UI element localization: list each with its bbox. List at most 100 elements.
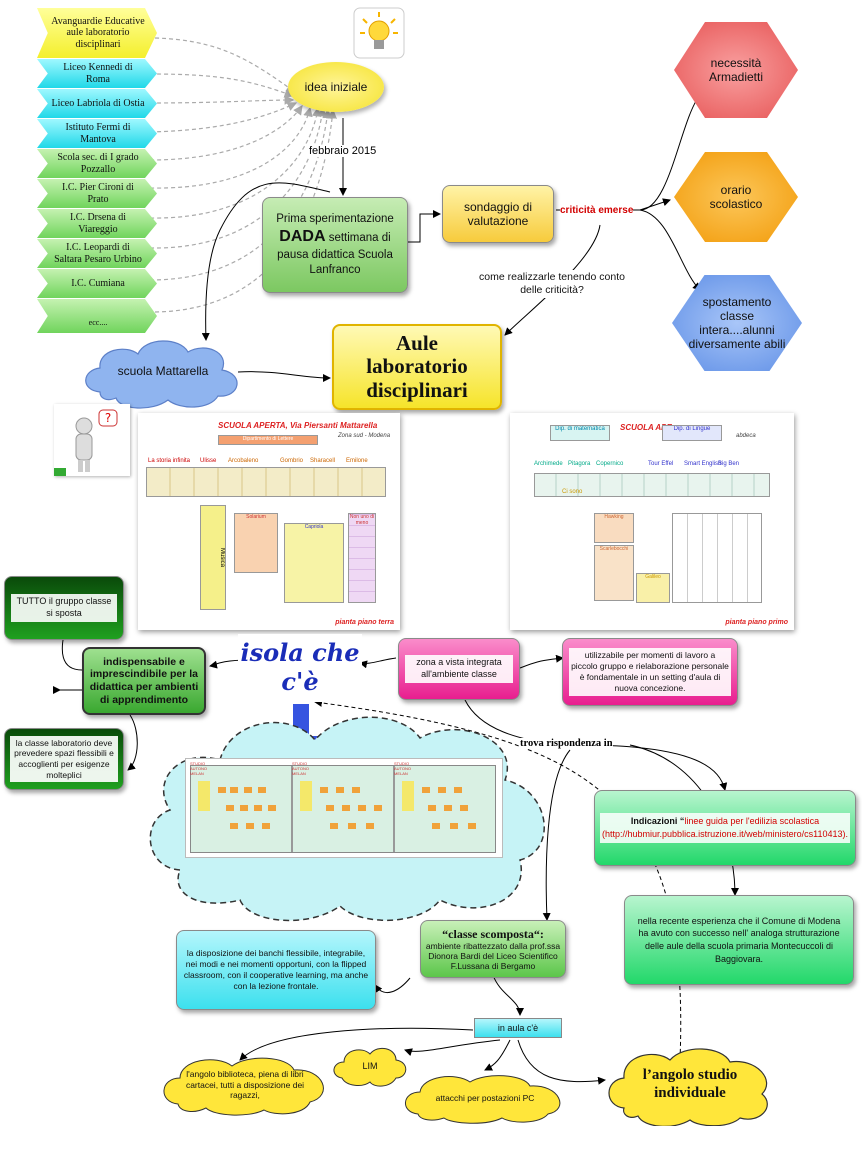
classe-laboratorio-node: la classe laboratorio deve prevedere spa… bbox=[4, 728, 124, 790]
attacchi-cloud: attacchi per postazioni PC bbox=[400, 1072, 570, 1124]
dept-lingue: Dip. di Lingue bbox=[662, 425, 722, 441]
in-aula-label: in aula c'è bbox=[497, 1023, 539, 1033]
plan-title: SCUOLA APE bbox=[620, 423, 672, 432]
lightbulb-icon bbox=[352, 6, 406, 60]
school-flag: Avanguardie Educative aule laboratorio d… bbox=[37, 8, 157, 58]
hawking-room: Hawking bbox=[594, 513, 634, 543]
isola-che-ce-title: isola che c'è bbox=[238, 634, 362, 702]
school-flag: I.C. Drsena di Viareggio bbox=[37, 209, 157, 238]
plan-footer: pianta piano terra bbox=[335, 619, 394, 626]
febbraio-label: febbraio 2015 bbox=[309, 145, 377, 157]
indispensabile-node: indispensabile e imprescindibile per la … bbox=[82, 647, 206, 715]
necessita-hex: necessità Armadietti bbox=[674, 22, 798, 118]
indispensabile-label: indispensabile e imprescindibile per la … bbox=[89, 655, 199, 706]
indicazioni-node: Indicazioni “linee guida per l'edilizia … bbox=[594, 790, 856, 866]
sondaggio-node: sondaggio di valutazione bbox=[442, 185, 554, 243]
classe-body: ambiente ribattezzato dalla prof.ssa Dio… bbox=[425, 940, 561, 972]
trova-rispondenza-label: trova rispondenza in bbox=[520, 738, 613, 749]
mattarella-label: scuola Mattarella bbox=[117, 364, 209, 378]
studio-tag: STUDIO AUTONO MELAN bbox=[292, 761, 310, 776]
orario-hex: orario scolastico bbox=[674, 152, 798, 242]
room-label: Arcobaleno bbox=[228, 458, 259, 464]
plan-title: SCUOLA APERTA, Via Piersanti Mattarella bbox=[218, 421, 378, 430]
zona-a-vista-node: zona a vista integrata all'ambiente clas… bbox=[398, 638, 520, 700]
indicazioni-head: Indicazioni “ bbox=[630, 816, 685, 827]
dept-lettere: Dipartimento di Lettere bbox=[218, 435, 318, 445]
utilizzabile-node: utilizzabile per momenti di lavoro a pic… bbox=[562, 638, 738, 706]
scarlebocchi-room: Scarlebocchi bbox=[594, 545, 634, 601]
school-flag: Istituto Fermi di Mantova bbox=[37, 119, 157, 148]
school-flag: I.C. Leopardi di Saltara Pesaro Urbino bbox=[37, 239, 157, 268]
room-label: Ci sono bbox=[562, 489, 583, 495]
room-label: Ulisse bbox=[200, 458, 217, 464]
lim-cloud: LIM bbox=[330, 1044, 410, 1088]
sondaggio-label: sondaggio di valutazione bbox=[463, 200, 533, 228]
first-floor-plan: SCUOLA APE abdeca Dip. di matematica Dip… bbox=[510, 413, 794, 630]
room-label: Big Ben bbox=[718, 461, 740, 467]
biblioteca-label: l'angolo biblioteca, piena di libri cart… bbox=[185, 1069, 305, 1101]
room-label: Pitagora bbox=[568, 461, 591, 467]
dept-matematica: Dip. di matematica bbox=[550, 425, 610, 441]
non-uno-room: Non uno di meno bbox=[348, 513, 376, 603]
room-label: Copernico bbox=[596, 461, 624, 467]
school-flag: ecc.... bbox=[37, 299, 157, 333]
room-label: Smart English bbox=[684, 461, 722, 467]
come-realizzarle-label: come realizzarle tenendo conto delle cri… bbox=[468, 270, 636, 298]
room-label: Sharacell bbox=[310, 458, 336, 464]
idea-iniziale-label: idea iniziale bbox=[304, 80, 368, 94]
aule-label: Aule laboratorio disciplinari bbox=[366, 331, 468, 402]
school-flag: Liceo Labriola di Ostia bbox=[37, 89, 157, 118]
zona-label: zona a vista integrata all'ambiente clas… bbox=[405, 655, 513, 683]
criticita-label: criticità emerse bbox=[560, 205, 634, 216]
school-flag: Liceo Kennedi di Roma bbox=[37, 59, 157, 88]
classroom-cloud: STUDIO AUTONO MELAN STUDIO AUTONO MELAN … bbox=[140, 700, 560, 926]
classe-title: “classe scomposta“: bbox=[442, 926, 544, 941]
classe-lab-label: la classe laboratorio deve prevedere spa… bbox=[10, 735, 118, 783]
prima-sperimentazione-node: Prima sperimentazione DADA settimana di … bbox=[262, 197, 408, 293]
angolo-label: l’angolo studio individuale bbox=[642, 1067, 738, 1101]
studio-tag: STUDIO AUTONO MELAN bbox=[190, 761, 208, 776]
dada-label: DADA bbox=[279, 228, 326, 246]
room-label: La storia infinita bbox=[148, 458, 191, 464]
modena-node: nella recente esperienza che il Comune d… bbox=[624, 895, 854, 985]
indicazioni-link[interactable]: linee guida per l'edilizia scolastica (h… bbox=[602, 816, 848, 839]
attacchi-label: attacchi per postazioni PC bbox=[435, 1093, 535, 1103]
necessita-label: necessità Armadietti bbox=[708, 56, 764, 84]
idea-iniziale-node: idea iniziale bbox=[288, 62, 384, 112]
plan-footer: pianta piano primo bbox=[725, 619, 788, 626]
musica-room: Musica bbox=[200, 505, 226, 610]
spostamento-label: spostamento classe intera....alunni dive… bbox=[688, 295, 786, 351]
in-aula-node: in aula c'è bbox=[474, 1018, 562, 1038]
scuola-mattarella-cloud: scuola Mattarella bbox=[80, 332, 246, 410]
school-flag: Scola sec. di I grado Pozzallo bbox=[37, 149, 157, 178]
tutto-label: TUTTO il gruppo classe si sposta bbox=[11, 594, 117, 622]
plan-subtitle: abdeca bbox=[736, 433, 756, 439]
aule-laboratorio-node: Aule laboratorio disciplinari bbox=[332, 324, 502, 410]
disposizione-node: la disposizione dei banchi flessibile, i… bbox=[176, 930, 376, 1010]
lim-label: LIM bbox=[362, 1061, 378, 1071]
tutto-gruppo-node: TUTTO il gruppo classe si sposta bbox=[4, 576, 124, 640]
room-label: Gombrio bbox=[280, 458, 304, 464]
prima-rest: settimana di pausa didattica Scuola Lanf… bbox=[277, 232, 393, 276]
room-label: Tour Effel bbox=[648, 461, 674, 467]
room-label: Archimede bbox=[534, 461, 563, 467]
room-label: Emilone bbox=[346, 458, 368, 464]
plan-subtitle: Zona sud - Modena bbox=[338, 433, 391, 439]
angolo-studio-cloud: l’angolo studio individuale bbox=[604, 1042, 776, 1126]
modena-label: nella recente esperienza che il Comune d… bbox=[637, 915, 841, 964]
disposizione-label: la disposizione dei banchi flessibile, i… bbox=[183, 947, 369, 992]
svg-text:?: ? bbox=[105, 411, 111, 425]
school-flag: I.C. Cumiana bbox=[37, 269, 157, 298]
galileo-room: Galileo bbox=[636, 573, 670, 603]
school-flag: I.C. Pier Cironi di Prato bbox=[37, 179, 157, 208]
studio-tag: STUDIO AUTONO MELAN bbox=[394, 761, 412, 776]
prima-line1: Prima sperimentazione bbox=[276, 213, 394, 226]
capriola-room: Capriola bbox=[284, 523, 344, 603]
solarium-room: Solarium bbox=[234, 513, 278, 573]
biblioteca-cloud: l'angolo biblioteca, piena di libri cart… bbox=[158, 1054, 332, 1116]
classroom-plan-image: STUDIO AUTONO MELAN STUDIO AUTONO MELAN … bbox=[185, 758, 503, 858]
thinking-person-icon: ? bbox=[54, 404, 130, 476]
ground-floor-plan: SCUOLA APERTA, Via Piersanti Mattarella … bbox=[138, 413, 400, 630]
orario-label: orario scolastico bbox=[709, 183, 763, 211]
utilizzabile-label: utilizzabile per momenti di lavoro a pic… bbox=[569, 647, 731, 697]
